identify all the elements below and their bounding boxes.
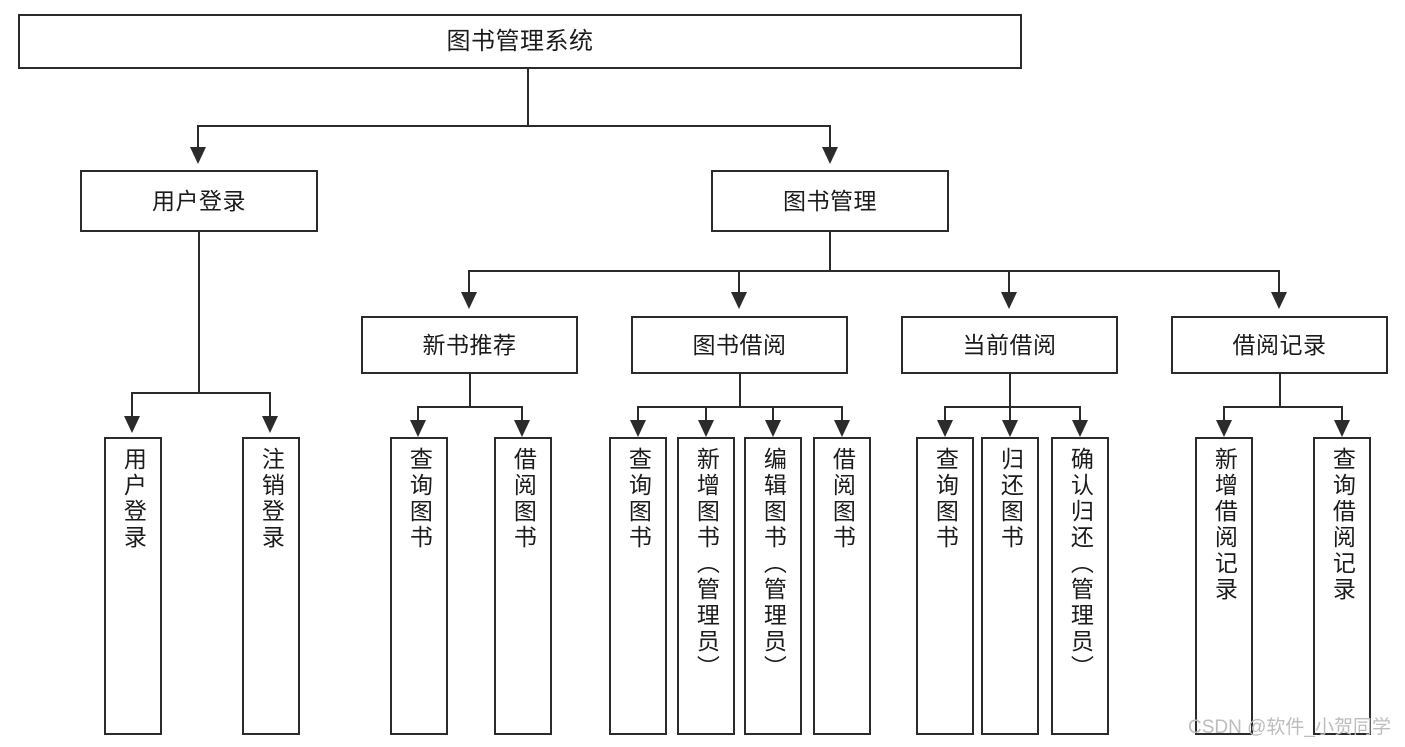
node-label: 图书管理系统 xyxy=(446,27,594,55)
node-new-book-recommendation[interactable]: 新书推荐 xyxy=(361,316,578,374)
connector-bb-to-borrow xyxy=(841,406,843,420)
arrow-root-to-book-management xyxy=(822,147,838,164)
leaf-newbook-query-book[interactable]: 查询图书 xyxy=(390,437,448,735)
connector-root-to-user-login xyxy=(197,125,199,147)
node-label: 编辑图书（管理员） xyxy=(760,447,787,681)
connector-user-login-stem xyxy=(198,232,200,392)
arrow-bb-to-add xyxy=(698,420,714,437)
arrow-user-login-to-logout xyxy=(262,416,278,433)
leaf-user-login[interactable]: 用户登录 xyxy=(104,437,162,735)
arrow-cb-to-return xyxy=(1002,420,1018,437)
node-label: 查询图书 xyxy=(406,447,433,551)
connector-new-book-to-borrow xyxy=(521,406,523,420)
connector-bb-to-query xyxy=(637,406,639,420)
arrow-bb-to-query xyxy=(630,420,646,437)
node-label: 查询借阅记录 xyxy=(1329,447,1356,603)
node-label: 注销登录 xyxy=(258,447,285,551)
node-label: 图书管理 xyxy=(783,187,877,214)
arrow-cb-to-query xyxy=(937,420,953,437)
arrow-bm-to-current xyxy=(1001,292,1017,309)
arrow-new-book-to-borrow xyxy=(514,420,530,437)
connector-book-management-bus xyxy=(468,270,1280,272)
leaf-current-query-book[interactable]: 查询图书 xyxy=(916,437,974,735)
connector-cb-to-return xyxy=(1009,406,1011,420)
arrow-cb-to-confirm xyxy=(1072,420,1088,437)
node-label: 用户登录 xyxy=(152,187,246,214)
leaf-newbook-borrow-book[interactable]: 借阅图书 xyxy=(494,437,552,735)
arrow-bm-to-new-book xyxy=(461,292,477,309)
arrow-new-book-to-query xyxy=(410,420,426,437)
node-borrow-record[interactable]: 借阅记录 xyxy=(1171,316,1388,374)
connector-br-to-query xyxy=(1341,406,1343,420)
connector-bm-to-record xyxy=(1278,270,1280,292)
connector-user-login-to-login xyxy=(131,392,133,416)
node-label: 确认归还（管理员） xyxy=(1067,447,1094,681)
leaf-borrow-add-book-admin[interactable]: 新增图书（管理员） xyxy=(677,437,735,735)
arrow-bm-to-record xyxy=(1271,292,1287,309)
leaf-current-confirm-return-admin[interactable]: 确认归还（管理员） xyxy=(1051,437,1109,735)
node-label: 新增借阅记录 xyxy=(1211,447,1238,603)
arrow-bb-to-borrow xyxy=(834,420,850,437)
node-user-login[interactable]: 用户登录 xyxy=(80,170,318,232)
connector-book-borrow-bus xyxy=(637,406,843,408)
connector-cb-to-confirm xyxy=(1079,406,1081,420)
connector-user-login-bus xyxy=(131,392,269,394)
arrow-bm-to-borrow xyxy=(731,292,747,309)
connector-current-borrow-bus xyxy=(944,406,1080,408)
connector-bm-to-borrow xyxy=(738,270,740,292)
connector-new-book-to-query xyxy=(417,406,419,420)
leaf-record-query-borrow-record[interactable]: 查询借阅记录 xyxy=(1313,437,1371,735)
connector-root-stem xyxy=(527,69,529,125)
connector-new-book-stem xyxy=(469,374,471,406)
connector-root-bus xyxy=(197,125,831,127)
node-label: 借阅记录 xyxy=(1232,331,1327,358)
leaf-current-return-book[interactable]: 归还图书 xyxy=(981,437,1039,735)
connector-br-to-add xyxy=(1223,406,1225,420)
node-label: 当前借阅 xyxy=(962,331,1057,358)
leaf-borrow-borrow-book[interactable]: 借阅图书 xyxy=(813,437,871,735)
connector-bb-to-edit xyxy=(772,406,774,420)
node-label: 图书借阅 xyxy=(692,331,787,358)
leaf-record-add-borrow-record[interactable]: 新增借阅记录 xyxy=(1195,437,1253,735)
node-book-borrow[interactable]: 图书借阅 xyxy=(631,316,848,374)
node-label: 借阅图书 xyxy=(829,447,856,551)
node-label: 新增图书（管理员） xyxy=(693,447,720,681)
connector-user-login-to-logout xyxy=(269,392,271,416)
connector-current-borrow-stem xyxy=(1009,374,1011,406)
connector-new-book-bus xyxy=(417,406,523,408)
leaf-borrow-edit-book-admin[interactable]: 编辑图书（管理员） xyxy=(744,437,802,735)
connector-borrow-record-stem xyxy=(1279,374,1281,406)
arrow-br-to-query xyxy=(1334,420,1350,437)
arrow-bb-to-edit xyxy=(765,420,781,437)
node-label: 查询图书 xyxy=(625,447,652,551)
arrow-root-to-user-login xyxy=(190,147,206,164)
node-label: 用户登录 xyxy=(120,447,147,551)
connector-book-borrow-stem xyxy=(739,374,741,406)
connector-cb-to-query xyxy=(944,406,946,420)
connector-bb-to-add xyxy=(705,406,707,420)
node-current-borrow[interactable]: 当前借阅 xyxy=(901,316,1118,374)
node-label: 借阅图书 xyxy=(510,447,537,551)
connector-book-management-stem xyxy=(829,232,831,270)
connector-bm-to-new-book xyxy=(468,270,470,292)
node-book-management[interactable]: 图书管理 xyxy=(711,170,949,232)
connector-root-to-book-management xyxy=(829,125,831,147)
node-root-book-management-system[interactable]: 图书管理系统 xyxy=(18,14,1022,69)
node-label: 归还图书 xyxy=(997,447,1024,551)
leaf-borrow-query-book[interactable]: 查询图书 xyxy=(609,437,667,735)
leaf-logout[interactable]: 注销登录 xyxy=(242,437,300,735)
node-label: 新书推荐 xyxy=(422,331,517,358)
arrow-user-login-to-login xyxy=(124,416,140,433)
connector-bm-to-current xyxy=(1008,270,1010,292)
node-label: 查询图书 xyxy=(932,447,959,551)
watermark-text: CSDN @软件_小贺同学 xyxy=(1188,717,1391,738)
connector-borrow-record-bus xyxy=(1223,406,1342,408)
arrow-br-to-add xyxy=(1216,420,1232,437)
